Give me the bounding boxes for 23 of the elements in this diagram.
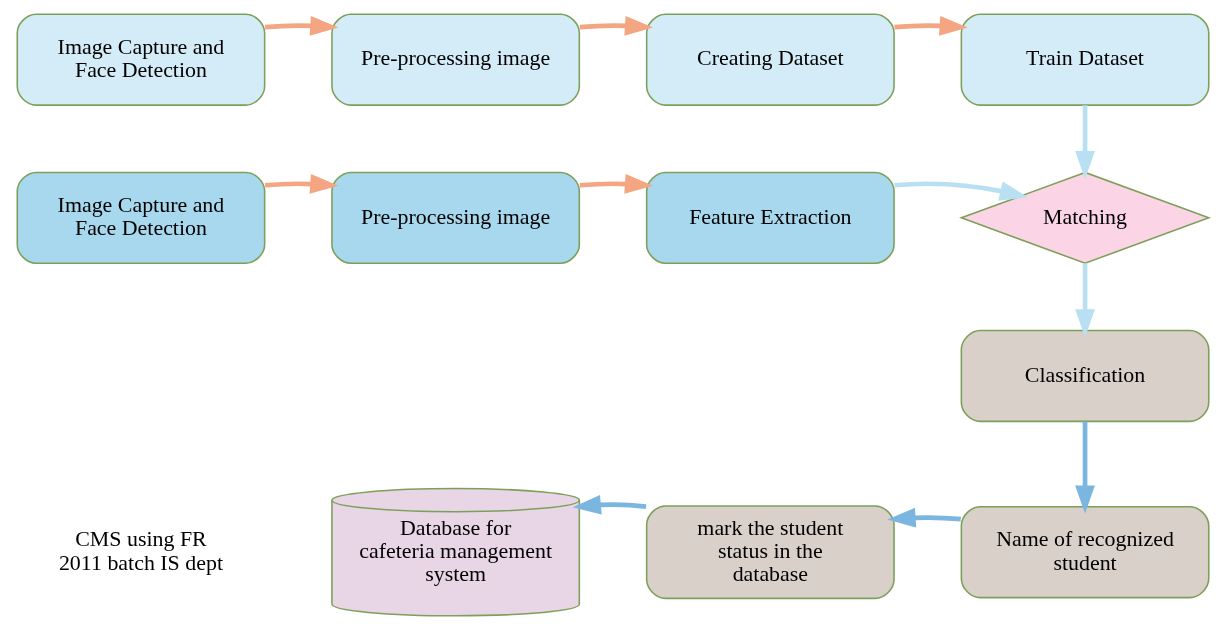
node-box: mark the student status in the database — [645, 505, 895, 600]
arrow — [572, 494, 646, 515]
arrow — [264, 174, 338, 194]
node-box: Creating Dataset — [645, 13, 895, 106]
arrow — [1074, 105, 1095, 180]
arrow — [579, 174, 653, 194]
arrow — [579, 15, 653, 36]
node-diamond: Matching — [958, 171, 1211, 265]
arrow — [264, 15, 338, 36]
label: CMS using FR — [74, 526, 207, 552]
node-box: Classification — [960, 329, 1210, 423]
node-box: Image Capture and Face Detection — [15, 13, 265, 106]
arrow — [893, 15, 968, 36]
node-box: Image Capture and Face Detection — [15, 171, 265, 265]
node-box: Name of recognized student — [960, 506, 1210, 599]
node-box: Train Dataset — [960, 13, 1210, 106]
arrow — [1074, 263, 1095, 338]
node-box: Pre-processing image — [330, 13, 580, 106]
arrow — [893, 181, 1028, 201]
node-box: Feature Extraction — [645, 171, 895, 265]
node-box: Pre-processing image — [330, 171, 580, 265]
arrow — [886, 507, 961, 528]
arrow — [1074, 421, 1095, 514]
